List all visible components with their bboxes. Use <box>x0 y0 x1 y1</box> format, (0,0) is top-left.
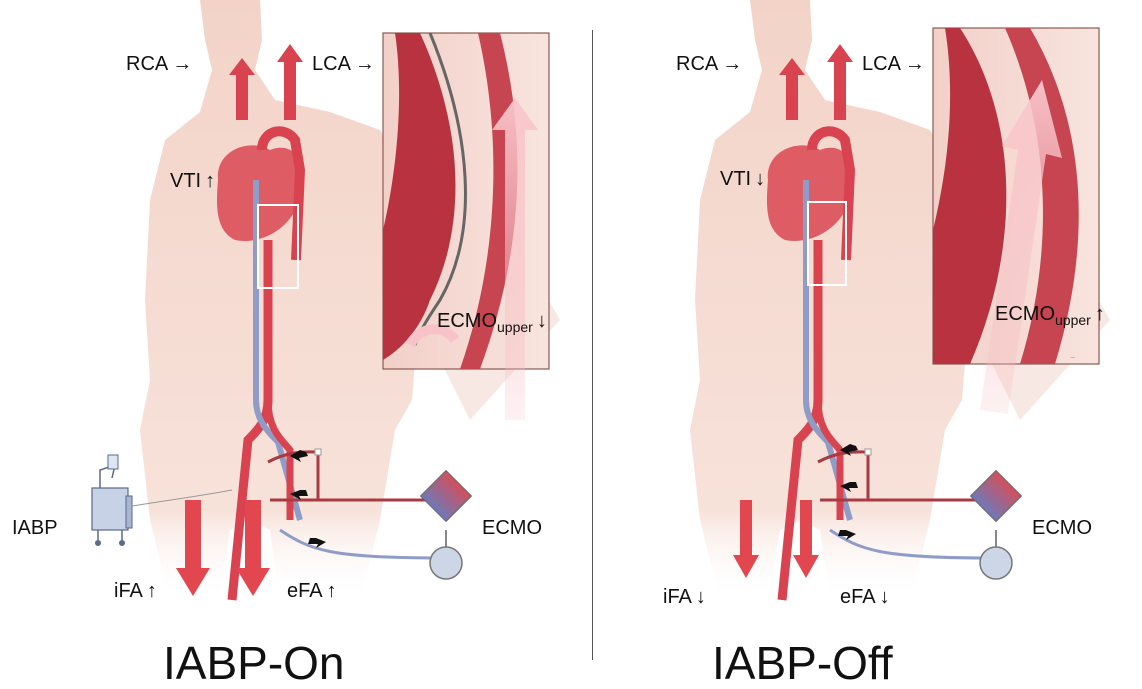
label-iabp-text: IABP <box>12 517 58 539</box>
label-ifa: iFA↑ <box>114 580 157 602</box>
label-rca-arrow: → <box>172 53 192 75</box>
label-rca: RCA→ <box>676 53 742 75</box>
label-vti-text: VTI <box>170 170 201 192</box>
label-rca-text: RCA <box>126 53 168 75</box>
label-efa: eFA↑ <box>287 580 337 602</box>
panel-iabp-off: ~ <box>690 0 1110 600</box>
torso-silhouette <box>140 0 420 600</box>
label-ecmo-text: ECMO <box>482 517 542 539</box>
label-ecmo: ECMO <box>482 517 542 539</box>
label-ecmo-upper-arrow: ↓ <box>537 310 547 332</box>
torso-silhouette <box>690 0 970 600</box>
label-ecmo-upper: ECMOupper↓ <box>437 310 547 338</box>
label-lca: LCA→ <box>312 53 375 75</box>
label-efa: eFA↓ <box>840 586 890 608</box>
label-ifa-arrow: ↑ <box>147 580 157 602</box>
inset-panel-aorta: ~ <box>933 28 1099 414</box>
cannula-marker <box>865 449 871 455</box>
ecmo-pump-circle <box>980 547 1012 579</box>
label-ifa-text: iFA <box>663 586 692 608</box>
panel-iabp-on <box>92 0 560 600</box>
label-ecmo-upper: ECMOupper↑ <box>995 303 1105 331</box>
label-rca-text: RCA <box>676 53 718 75</box>
label-lca-arrow: → <box>905 53 925 75</box>
panel-title-iabp-on: IABP-On <box>163 638 345 688</box>
label-lca-text: LCA <box>312 53 351 75</box>
panel-title-iabp-off: IABP-Off <box>712 638 893 688</box>
label-iabp: IABP <box>12 517 58 539</box>
label-efa-text: eFA <box>840 586 876 608</box>
label-rca: RCA→ <box>126 53 192 75</box>
label-ecmo-upper-main: ECMO <box>437 310 497 332</box>
label-ecmo-text: ECMO <box>1032 517 1092 539</box>
ecmo-pump-circle <box>430 547 462 579</box>
artist-signature: ~ <box>1070 354 1076 362</box>
label-ecmo-upper-sub: upper <box>1055 312 1091 328</box>
label-lca-arrow: → <box>355 53 375 75</box>
label-ecmo-upper-main: ECMO <box>995 303 1055 325</box>
label-vti: VTI↑ <box>170 170 215 192</box>
label-efa-text: eFA <box>287 580 323 602</box>
label-ecmo-upper-sub: upper <box>497 319 533 335</box>
label-vti-arrow: ↑ <box>205 170 215 192</box>
label-efa-arrow: ↓ <box>880 586 890 608</box>
label-ifa: iFA↓ <box>663 586 706 608</box>
label-ecmo: ECMO <box>1032 517 1092 539</box>
label-ecmo-upper-arrow: ↑ <box>1095 303 1105 325</box>
label-ifa-arrow: ↓ <box>696 586 706 608</box>
label-vti: VTI↓ <box>720 168 765 190</box>
cannula-marker <box>315 449 321 455</box>
label-lca: LCA→ <box>862 53 925 75</box>
label-vti-text: VTI <box>720 168 751 190</box>
ecmo-oxygenator-diamond <box>971 471 1022 522</box>
label-vti-arrow: ↓ <box>755 168 765 190</box>
inset-panel-balloon <box>383 33 549 420</box>
label-rca-arrow: → <box>722 53 742 75</box>
label-efa-arrow: ↑ <box>327 580 337 602</box>
panel-divider <box>592 30 593 660</box>
ecmo-oxygenator-diamond <box>421 471 472 522</box>
label-lca-text: LCA <box>862 53 901 75</box>
label-ifa-text: iFA <box>114 580 143 602</box>
